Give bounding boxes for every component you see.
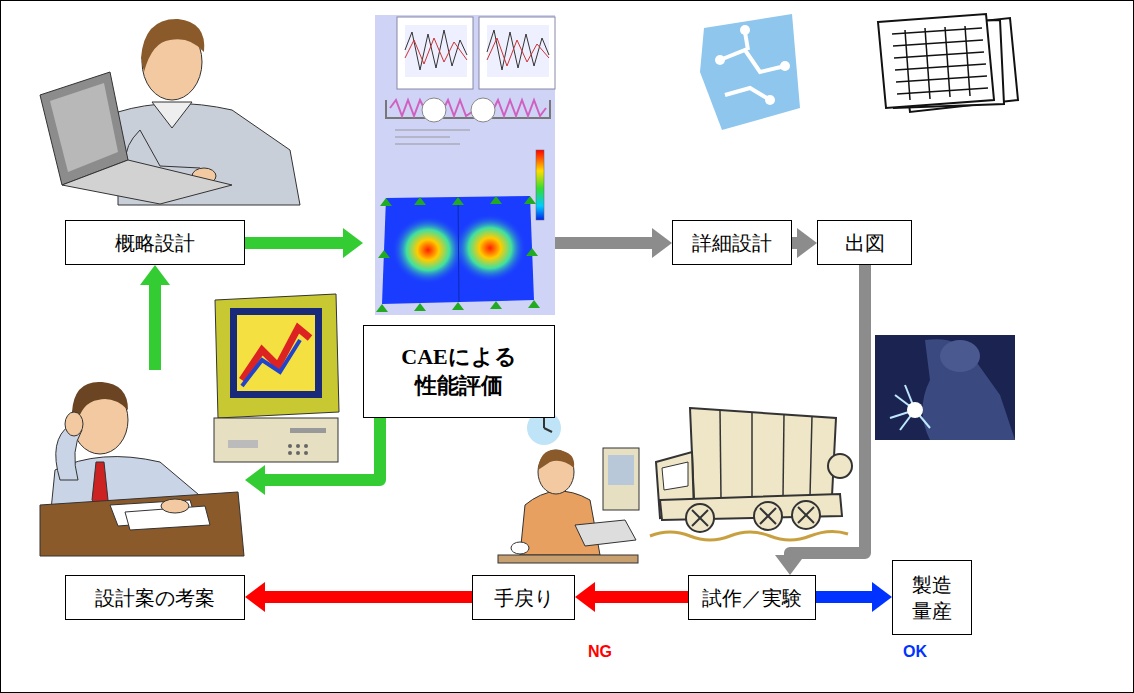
process-box: 手戻り bbox=[472, 575, 575, 620]
arrow-shaft bbox=[265, 418, 380, 480]
node-label: 製造 量産 bbox=[905, 572, 959, 624]
result-label: NG bbox=[585, 643, 615, 661]
arrow-head bbox=[575, 582, 595, 612]
overtime-engineer bbox=[498, 411, 639, 563]
arrow-shaft bbox=[265, 591, 472, 603]
flow-arrow bbox=[245, 228, 363, 258]
node-label: 出図 bbox=[845, 230, 885, 256]
node-label: CAEによる 性能評価 bbox=[376, 343, 542, 400]
flow-arrow bbox=[775, 265, 865, 575]
node-group: CAEによる 性能評価 bbox=[363, 15, 555, 418]
process-box: 出図 bbox=[817, 220, 912, 265]
node-group: 設計案の考案 bbox=[40, 370, 245, 620]
node-label: 概略設計 bbox=[115, 230, 195, 256]
result-label: OK bbox=[900, 643, 930, 661]
circuit-icon bbox=[700, 14, 800, 130]
arrow-shaft bbox=[149, 285, 161, 370]
thinking-engineer bbox=[40, 382, 244, 556]
flow-arrow bbox=[575, 582, 688, 612]
arrow-head bbox=[140, 265, 170, 285]
flow-arrow bbox=[816, 582, 892, 612]
computer-illustration bbox=[214, 294, 339, 462]
engineer-at-laptop bbox=[40, 19, 300, 205]
process-box: 試作／実験 bbox=[688, 575, 816, 620]
cae-result-image bbox=[375, 15, 555, 315]
arrow-shaft bbox=[595, 591, 688, 603]
arrow-shaft bbox=[555, 237, 652, 249]
arrow-shaft bbox=[245, 237, 343, 249]
drawings-icon bbox=[878, 14, 1018, 112]
flow-arrow bbox=[245, 582, 472, 612]
arrow-shaft bbox=[790, 265, 865, 555]
arrow-head bbox=[775, 555, 805, 575]
arrow-head bbox=[245, 465, 265, 495]
node-label: 試作／実験 bbox=[702, 585, 802, 611]
arrow-head bbox=[245, 582, 265, 612]
arrow-head bbox=[343, 228, 363, 258]
node-label: 詳細設計 bbox=[692, 230, 772, 256]
node-label: 設計案の考案 bbox=[95, 585, 215, 611]
arrow-head bbox=[652, 228, 672, 258]
flow-arrow bbox=[140, 265, 170, 370]
arrow-head bbox=[797, 228, 817, 258]
flow-arrow bbox=[555, 228, 672, 258]
welding-picture bbox=[875, 335, 1015, 440]
flow-arrow bbox=[792, 228, 817, 258]
arrow-shaft bbox=[816, 591, 872, 603]
arrow-shaft bbox=[792, 237, 797, 249]
flow-arrow bbox=[245, 418, 380, 495]
process-box: 製造 量産 bbox=[892, 560, 972, 635]
node-label: 手戻り bbox=[494, 585, 554, 611]
process-box: 設計案の考案 bbox=[65, 575, 245, 620]
process-box: 概略設計 bbox=[65, 220, 245, 265]
process-box: 詳細設計 bbox=[672, 220, 792, 265]
arrow-head bbox=[872, 582, 892, 612]
process-box: CAEによる 性能評価 bbox=[363, 325, 555, 418]
test-truck bbox=[650, 408, 852, 540]
